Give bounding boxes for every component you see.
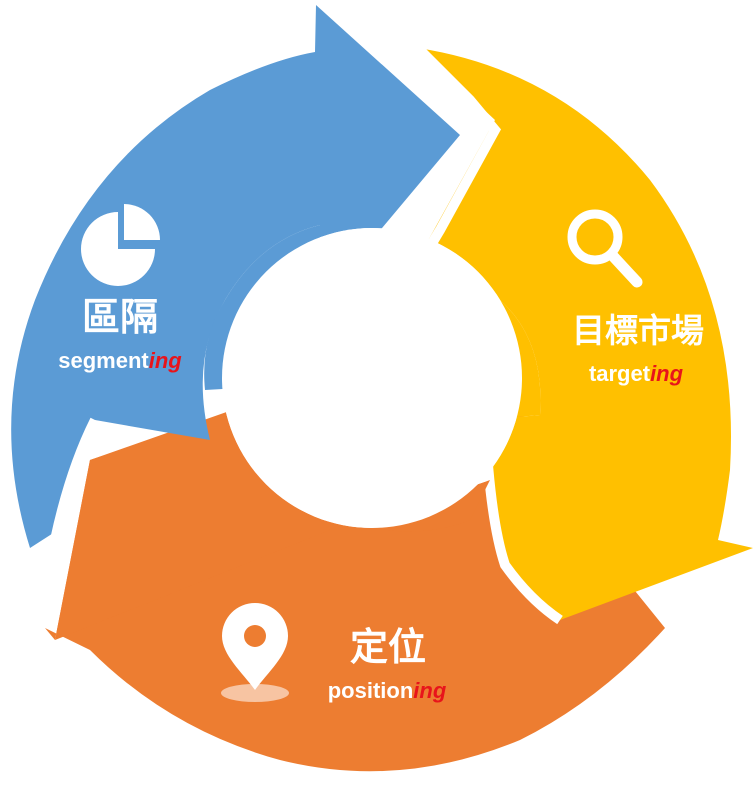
segmenting-arrow-shape — [11, 5, 460, 548]
pie-chart-icon — [81, 204, 160, 286]
segmenting-subtitle-base: segment — [58, 348, 149, 373]
positioning-title: 定位 — [350, 625, 426, 669]
targeting-subtitle: targeting — [589, 361, 684, 386]
positioning-subtitle-base: position — [328, 678, 414, 703]
positioning-subtitle-suffix: ing — [413, 678, 447, 703]
targeting-content: 目標市場 targeting — [567, 209, 704, 386]
targeting-title: 目標市場 — [572, 311, 704, 350]
targeting-arrow-shape — [418, 48, 753, 620]
targeting-arrow — [418, 48, 753, 620]
segmenting-arrow — [11, 5, 460, 548]
search-icon — [567, 209, 643, 288]
targeting-subtitle-base: target — [589, 361, 651, 386]
positioning-content: 定位 positioning — [221, 603, 447, 703]
positioning-subtitle: positioning — [328, 678, 447, 703]
segmenting-content: 區隔 segmenting — [58, 204, 182, 373]
segmenting-title: 區隔 — [82, 295, 158, 339]
segmenting-subtitle-suffix: ing — [149, 348, 183, 373]
segmenting-subtitle: segmenting — [58, 348, 182, 373]
map-pin-icon — [221, 603, 289, 702]
targeting-subtitle-suffix: ing — [650, 361, 684, 386]
